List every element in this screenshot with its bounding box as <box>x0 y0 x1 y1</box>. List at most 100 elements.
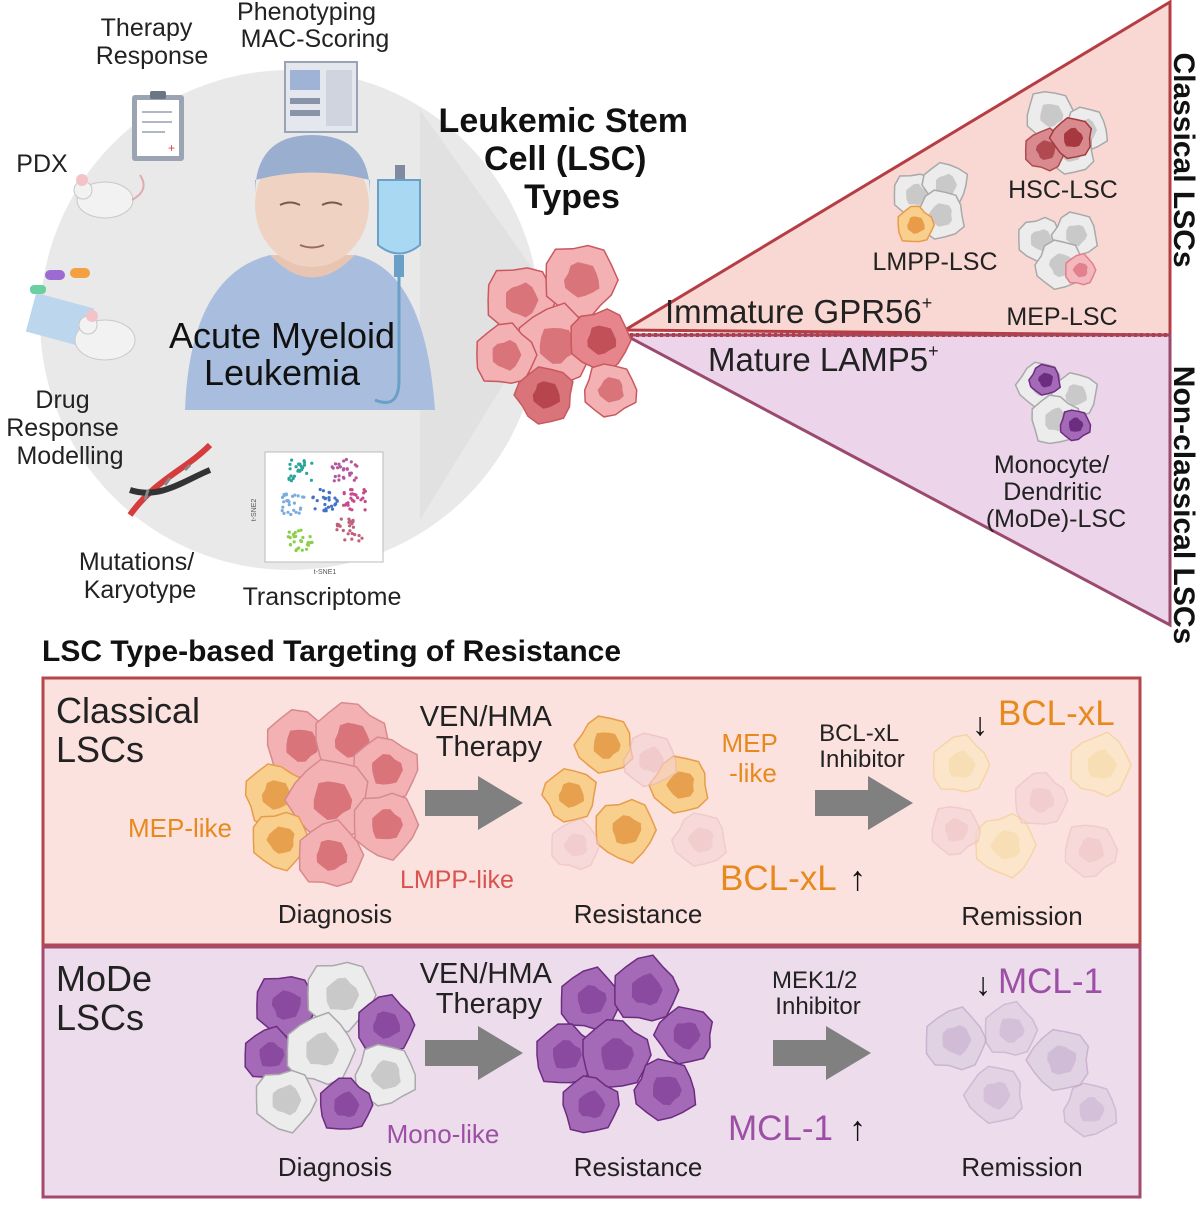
label-transcriptome: Transcriptome <box>243 583 402 611</box>
cell-nucleus <box>577 985 607 1015</box>
tsne-dot <box>327 498 331 502</box>
tsne-dot <box>348 473 352 477</box>
tsne-dot <box>335 498 339 502</box>
tsne-dot <box>289 474 293 478</box>
mode-diagnosis-cells <box>244 961 417 1134</box>
mode-stage-remission: Remission <box>961 1152 1082 1182</box>
lsc-cluster-icon <box>476 244 638 425</box>
classical-vertical-label: Classical LSCs <box>1167 52 1200 267</box>
label-phenotyping: Phenotyping MAC-Scoring <box>237 0 389 53</box>
zoom-wedge <box>420 110 555 520</box>
lmpp-like-label: LMPP-like <box>400 866 514 894</box>
tsne-dot <box>344 457 348 462</box>
cell-nucleus <box>532 381 560 409</box>
tsne-dot <box>299 528 303 532</box>
mcl-1-up-label: MCL-1 <box>728 1109 833 1148</box>
cell-nucleus <box>272 1084 302 1116</box>
tsne-dot <box>350 508 354 512</box>
mode-inhibitor-label: MEK1/2 Inhibitor <box>772 967 864 1020</box>
tsne-dot <box>292 540 296 544</box>
tsne-dot <box>292 508 296 512</box>
label-pdx: PDX <box>16 150 68 178</box>
tsne-dot <box>302 463 307 467</box>
tsne-dot <box>348 524 352 528</box>
tsne-dot <box>361 496 365 500</box>
tsne-dot <box>285 499 289 503</box>
tsne-dot <box>323 502 327 507</box>
cell-nucleus <box>587 325 617 355</box>
classical-triangle <box>619 0 1172 337</box>
tsne-dot <box>342 459 346 463</box>
mode-therapy-arrow <box>425 1026 523 1080</box>
cell-nucleus <box>306 1032 339 1066</box>
tsne-dot <box>351 525 355 529</box>
nonclassical-vertical-label: Non-classical LSCs <box>1167 366 1200 644</box>
tsne-dot <box>347 517 351 521</box>
tsne-dot <box>296 494 300 498</box>
cell-nucleus <box>907 216 925 234</box>
cell-nucleus <box>597 377 624 403</box>
tsne-dot <box>349 492 353 496</box>
tsne-dot <box>311 496 315 500</box>
tsne-dot <box>300 548 304 552</box>
tsne-dot <box>350 488 354 492</box>
cell-nucleus <box>999 1018 1025 1043</box>
label-therapy-response: Therapy Response <box>96 14 209 70</box>
classical-stage-diagnosis: Diagnosis <box>278 899 392 929</box>
bcl-xl-up-label: BCL-xL <box>720 859 837 898</box>
cell-nucleus <box>945 818 969 842</box>
mode-resistance-cells <box>536 954 714 1134</box>
tsne-dot <box>332 479 336 483</box>
cell-nucleus <box>326 977 360 1011</box>
mode-lsc-label: Monocyte/ Dendritic (MoDe)-LSC <box>986 451 1126 533</box>
tsne-dot <box>350 531 354 536</box>
tsne-dot <box>345 467 349 471</box>
tsne-dot <box>287 530 291 534</box>
tsne-dot <box>363 508 367 512</box>
tsne-dot <box>348 529 352 533</box>
dna-helix-icon <box>127 442 213 517</box>
tsne-dot <box>352 478 356 482</box>
mono-like-label: Mono-like <box>387 1119 500 1149</box>
tsne-dot <box>350 520 355 524</box>
tsne-dot <box>308 535 312 539</box>
tsne-dot <box>289 512 293 517</box>
tsne-dot <box>288 462 292 466</box>
cell-nucleus <box>564 262 600 298</box>
tsne-dot <box>305 547 309 551</box>
cell-nucleus <box>906 183 928 205</box>
cell-nucleus <box>334 1091 360 1118</box>
tsne-dot <box>346 503 350 507</box>
mcl-1-down-label: MCL-1 <box>998 962 1103 1001</box>
mep-like-label: MEP-like <box>128 813 232 843</box>
tsne-dot <box>294 534 298 539</box>
tsne-dot <box>337 474 341 478</box>
tsne-dot <box>330 507 335 511</box>
tsne-plot: t-SNE1 t-SNE2 <box>251 451 384 576</box>
tsne-dot <box>333 474 337 479</box>
tsne-dot <box>309 478 313 482</box>
cell-nucleus <box>578 1090 606 1119</box>
tsne-dot <box>290 494 295 498</box>
tsne-dot <box>315 499 319 503</box>
tsne-dot <box>336 466 340 470</box>
tsne-dot <box>357 533 361 538</box>
classical-inhibitor-arrow <box>815 776 913 830</box>
cell-nucleus <box>639 746 665 773</box>
cell-nucleus <box>1065 384 1087 406</box>
cell-nucleus <box>612 815 642 845</box>
tsne-dot <box>297 511 301 515</box>
bcl-xl-down-label: BCL-xL <box>998 694 1115 733</box>
tsne-dot <box>328 491 332 495</box>
tsne-dot <box>281 505 285 509</box>
lmpp-lsc-icon <box>893 161 969 243</box>
mature-label: Mature LAMP5+ <box>708 341 939 378</box>
cell-nucleus <box>1064 127 1084 147</box>
tsne-dot <box>297 462 301 466</box>
tsne-dot <box>294 548 298 553</box>
mep-lsc-label: MEP-LSC <box>1006 303 1117 331</box>
classical-diagnosis-cells <box>244 701 420 888</box>
tsne-dot <box>318 487 322 492</box>
flow-cytometer-icon <box>284 61 358 133</box>
